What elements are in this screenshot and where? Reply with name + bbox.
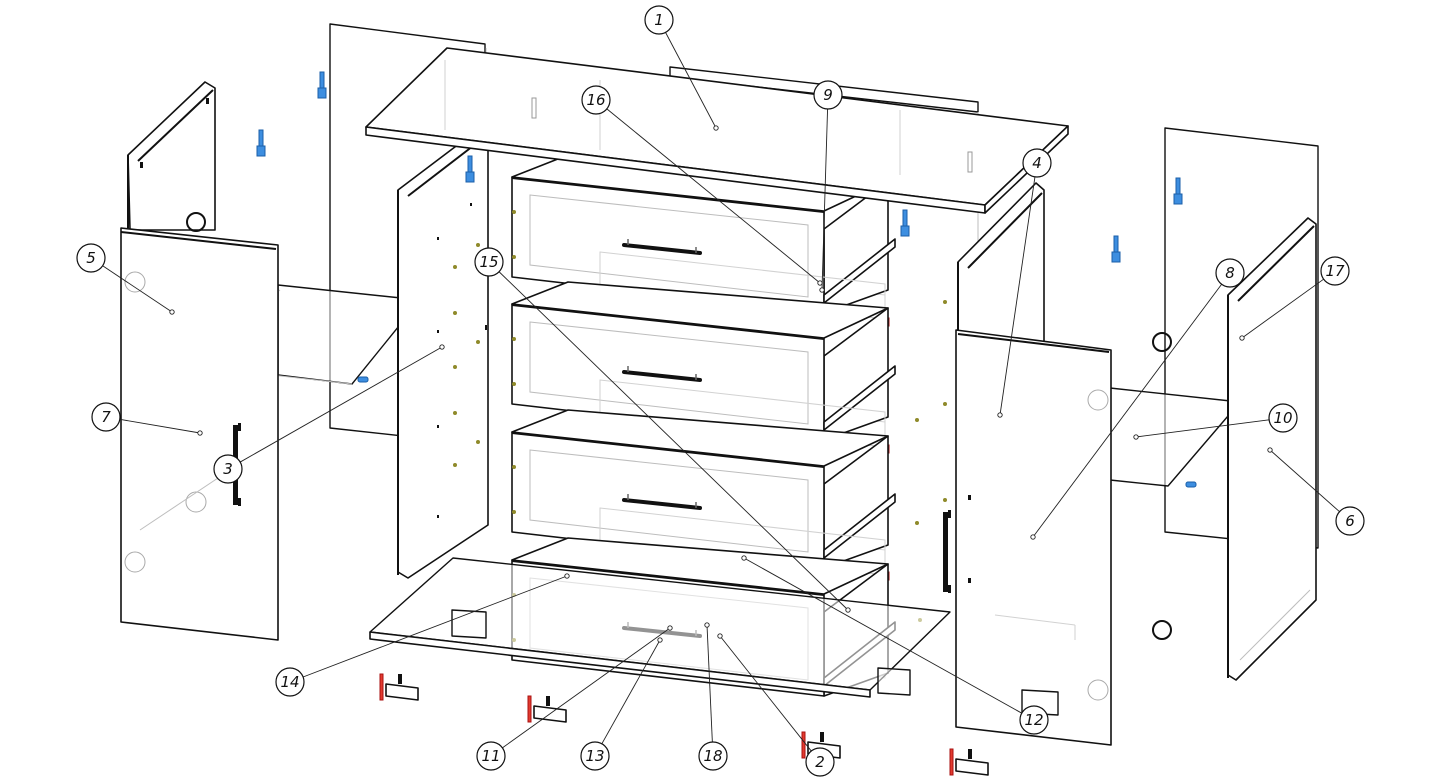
leader-line-17 (1241, 278, 1324, 339)
leader-line-7 (119, 418, 201, 434)
callout-label: 11 (481, 747, 500, 765)
callout-11: 11 (476, 741, 506, 771)
leader-anchor-15 (845, 607, 851, 613)
leader-anchor-17 (1239, 335, 1245, 341)
callout-9: 9 (813, 80, 843, 110)
leader-anchor-7 (197, 430, 203, 436)
leader-anchor-13 (657, 637, 663, 643)
hinge-pin-1 (317, 71, 327, 99)
leader-line-10 (1135, 419, 1270, 438)
leader-anchor-9 (819, 287, 825, 293)
callout-8: 8 (1215, 258, 1245, 288)
callout-label: 18 (703, 747, 722, 765)
leader-line-5 (102, 265, 173, 313)
callout-label: 10 (1273, 409, 1292, 427)
callout-4: 4 (1022, 148, 1052, 178)
callout-label: 17 (1325, 262, 1345, 280)
leader-line-15 (498, 271, 849, 611)
leader-line-14 (302, 575, 568, 678)
leader-lines (102, 32, 1340, 752)
callout-label: 13 (585, 747, 604, 765)
left-side-panel (127, 81, 216, 232)
drawer-handle (622, 370, 702, 382)
callout-label: 15 (479, 253, 498, 271)
callout-5: 5 (76, 243, 106, 273)
callout-label: 6 (1345, 512, 1355, 530)
leader-anchor-1 (713, 125, 719, 131)
leader-line-16 (606, 108, 821, 284)
callout-label: 1 (654, 11, 664, 29)
callout-15: 15 (474, 247, 504, 277)
leveling-foot-2 (527, 695, 567, 723)
leader-line-2 (719, 635, 812, 752)
leader-anchor-11 (667, 625, 673, 631)
callout-1: 1 (644, 5, 674, 35)
part-callouts: 1 16 9 4 5 15 8 17 7 3 10 6 14 12 11 13 18 2 (76, 5, 1365, 777)
leader-anchor-14 (564, 573, 570, 579)
callout-14: 14 (275, 667, 305, 697)
left-inner-side-panel (397, 127, 489, 579)
leader-anchor-3 (439, 344, 445, 350)
callout-12: 12 (1019, 705, 1049, 735)
hinge-pin-3 (465, 155, 475, 183)
callout-6: 6 (1335, 506, 1365, 536)
callout-label: 2 (815, 753, 825, 771)
callout-label: 4 (1032, 154, 1042, 172)
leader-anchor-12 (741, 555, 747, 561)
leader-line-11 (502, 627, 671, 749)
callout-7: 7 (91, 402, 121, 432)
leader-line-1 (665, 32, 717, 129)
bottom-panel (369, 557, 1076, 716)
leader-line-18 (706, 624, 713, 743)
callout-10: 10 (1268, 403, 1298, 433)
hinge-pin-6 (1173, 177, 1183, 205)
leader-line-3 (239, 346, 443, 463)
leader-line-6 (1269, 449, 1340, 513)
leader-anchor-18 (704, 622, 710, 628)
leader-line-8 (1032, 283, 1222, 538)
leader-line-12 (743, 557, 1022, 714)
drawer-handle (622, 243, 702, 255)
leader-anchor-2 (717, 633, 723, 639)
leader-anchor-16 (817, 280, 823, 286)
hinge-pin-5 (1111, 235, 1121, 263)
callout-label: 14 (280, 673, 299, 691)
callout-label: 16 (586, 91, 605, 109)
hinge-pin-4 (900, 209, 910, 237)
callout-17: 17 (1320, 256, 1350, 286)
leader-line-9 (821, 108, 829, 291)
callout-label: 12 (1024, 711, 1043, 729)
leader-anchor-6 (1267, 447, 1273, 453)
callout-label: 7 (101, 408, 111, 426)
callout-label: 3 (223, 460, 233, 478)
leveling-foot-1 (379, 673, 419, 701)
callout-label: 8 (1225, 264, 1235, 282)
hinge-pin-2 (256, 129, 266, 157)
leader-anchor-5 (169, 309, 175, 315)
leader-line-13 (601, 639, 661, 745)
callout-label: 9 (823, 86, 833, 104)
leveling-foot-4 (949, 748, 989, 776)
callout-3: 3 (213, 454, 243, 484)
leader-anchor-10 (1133, 434, 1139, 440)
hinge-pins (256, 71, 1183, 263)
leader-anchor-4 (997, 412, 1003, 418)
callout-13: 13 (580, 741, 610, 771)
leader-anchor-8 (1030, 534, 1036, 540)
callout-2: 2 (805, 747, 835, 777)
callout-18: 18 (698, 741, 728, 771)
drawer-handle (622, 498, 702, 510)
callout-label: 5 (86, 249, 96, 267)
leader-line-4 (999, 176, 1036, 416)
callout-16: 16 (581, 85, 611, 115)
